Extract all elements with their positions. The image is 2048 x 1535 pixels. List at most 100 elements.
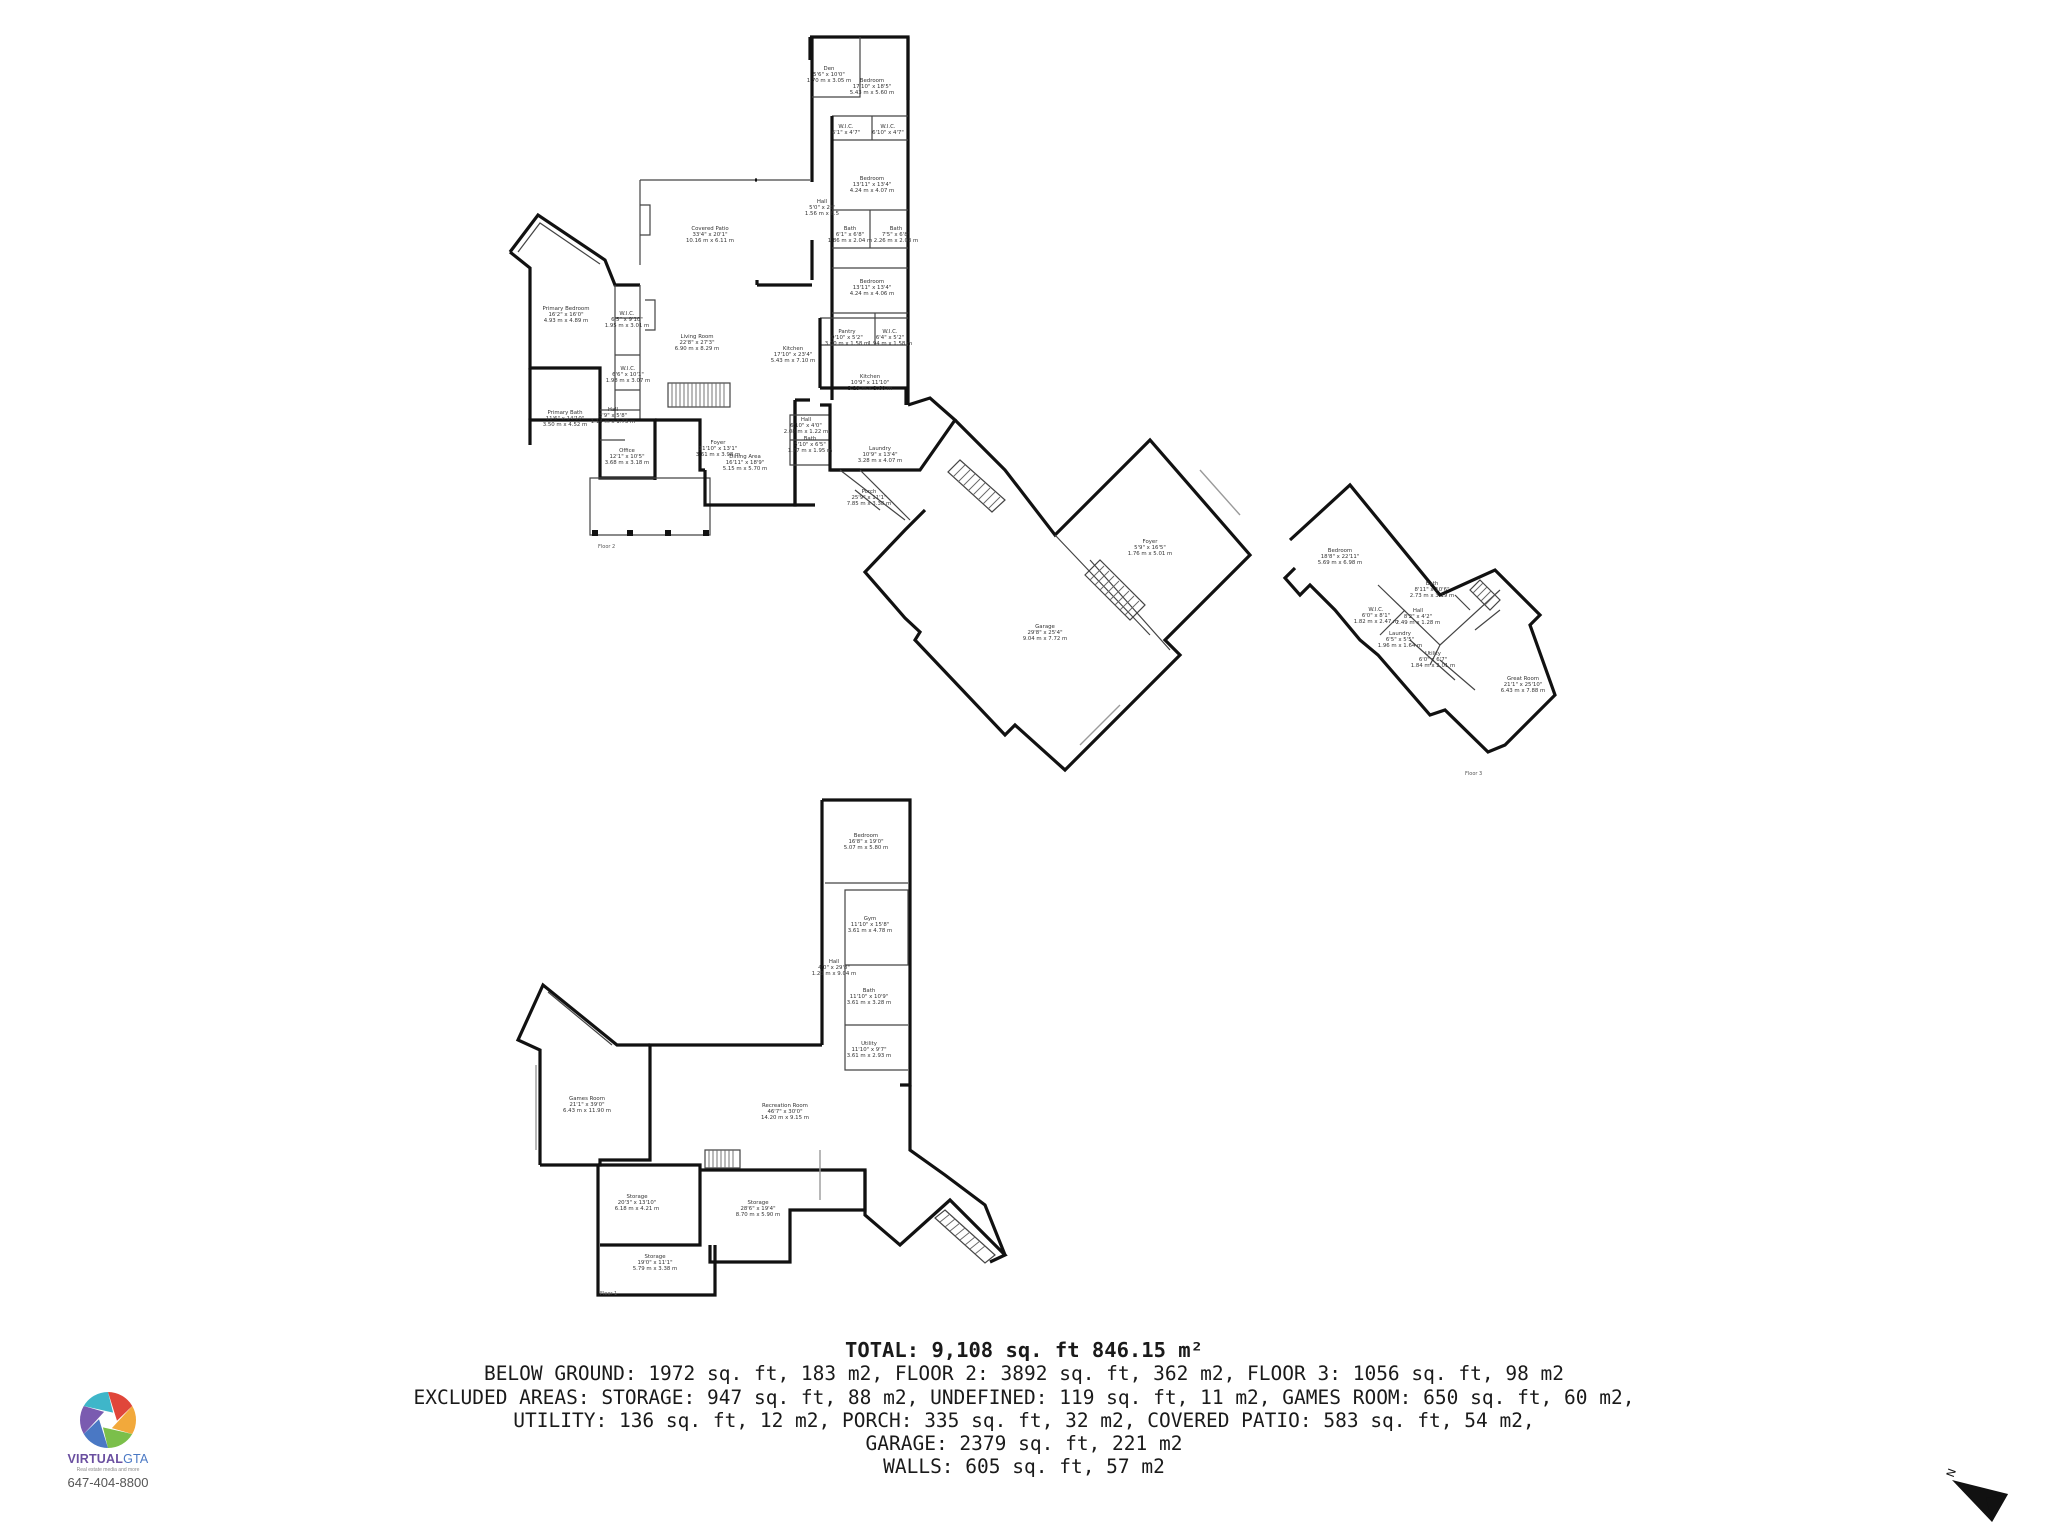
- room-dims: 21'1" x 39'0": [569, 1102, 604, 1108]
- room-dims: 6'5" x 9'10": [611, 317, 643, 323]
- room-name: W.I.C.: [838, 124, 853, 130]
- room-name: Dining Area: [729, 454, 761, 460]
- aperture-blade: [79, 1406, 105, 1434]
- room-name: Hall: [1413, 608, 1423, 614]
- room-name: Porch: [862, 489, 877, 495]
- room-dims: 6'1" x 6'8": [836, 232, 864, 238]
- aperture-icon: [79, 1392, 137, 1448]
- room-metric: 6.43 m x 11.90 m: [563, 1108, 611, 1114]
- room-dims: 4'0" x 29'8": [818, 965, 850, 971]
- room-dims: 11'10" x 13'1": [699, 446, 738, 452]
- room-metric: 7.85 m x 3.38 m: [847, 501, 892, 507]
- room-metric: 1.70 m x 3.05 m: [807, 78, 852, 84]
- room-dims: 16'11" x 18'9": [726, 460, 765, 466]
- room-metric: 6.90 m x 8.29 m: [675, 346, 720, 352]
- room-dims: 18'8" x 22'11": [1321, 554, 1360, 560]
- room-name: Office: [619, 448, 635, 454]
- room-metric: 1.77 m x 1.95 m: [788, 448, 833, 454]
- room-name: Storage: [644, 1254, 666, 1260]
- area-summary: TOTAL: 9,108 sq. ft 846.15 m² BELOW GROU…: [400, 1338, 1648, 1479]
- room-label: W.I.C.6'0" x 8'1"1.82 m x 2.47 m: [1354, 607, 1399, 625]
- floor-3-tag: Floor 3: [1465, 771, 1482, 777]
- room-dims: 5'6" x 10'0": [813, 72, 845, 78]
- brand-tagline: Real estate media and more: [76, 1467, 140, 1473]
- room-metric: 5.79 m x 3.38 m: [633, 1266, 678, 1272]
- room-dims: 5'9" x 16'5": [1134, 545, 1166, 551]
- room-dims: 11'10" x 9'7": [851, 1047, 886, 1053]
- room-dims: 5'0" x 28': [809, 205, 835, 211]
- aperture-blade: [102, 1427, 133, 1448]
- room-name: Laundry: [1389, 631, 1412, 637]
- room-dims: 20'3" x 13'10": [618, 1200, 657, 1206]
- room-metric: 3.61 m x 3.98 m: [696, 452, 741, 458]
- room-metric: 5.43 m x 5.60 m: [850, 90, 895, 96]
- room-dims: 6'6" x 10'1": [612, 372, 644, 378]
- room-metric: 5.15 m x 5.70 m: [723, 466, 768, 472]
- room-metric: 1.56 m x 8.5: [805, 211, 839, 217]
- room-name: Utility: [1425, 651, 1442, 657]
- room-name: Bath: [1426, 581, 1439, 587]
- room-dims: 12'1" x 10'5": [609, 454, 644, 460]
- room-metric: 4.24 m x 4.06 m: [850, 291, 895, 297]
- room-dims: 6'10" x 4'0": [790, 423, 822, 429]
- room-name: W.I.C.: [880, 124, 895, 130]
- room-dims: 29'8" x 25'4": [1027, 630, 1062, 636]
- total-line: TOTAL: 9,108 sq. ft 846.15 m²: [400, 1338, 1648, 1362]
- garage-plan: [862, 418, 1253, 773]
- room-label: W.I.C.6'5" x 9'10"1.95 m x 3.01 m: [605, 311, 650, 329]
- room-name: Kitchen: [783, 346, 803, 352]
- room-name: Recreation Room: [762, 1103, 808, 1109]
- room-metric: 3.68 m x 3.18 m: [605, 460, 650, 466]
- room-dims: 6'5" x 5'5": [1386, 637, 1414, 643]
- room-dims: 17'10" x 18'5": [853, 84, 892, 90]
- room-metric: 6.43 m x 7.88 m: [1501, 688, 1546, 694]
- room-name: W.I.C.: [620, 366, 635, 372]
- room-metric: 3.00 m x 1.58 m: [825, 341, 870, 347]
- room-metric: 1.82 m x 2.47 m: [1354, 619, 1399, 625]
- brand-phone: 647-404-8800: [67, 1475, 149, 1490]
- room-label: W.I.C.6'10" x 4'7": [872, 124, 904, 136]
- room-dims: 6'0" x 8'1": [1362, 613, 1390, 619]
- room-name: Utility: [861, 1041, 878, 1047]
- room-metric: 3.61 m x 3.28 m: [847, 1000, 892, 1006]
- floor-2-plan: [508, 35, 958, 536]
- room-metric: 10.16 m x 6.11 m: [686, 238, 734, 244]
- floor-2-tag: Floor 2: [598, 544, 615, 550]
- room-name: Den: [824, 66, 835, 72]
- room-metric: 8.70 m x 5.90 m: [736, 1212, 781, 1218]
- virtual-gta-logo: VIRTUALGTA Real estate media and more 64…: [48, 1390, 168, 1500]
- room-name: Hall: [829, 959, 839, 965]
- room-dims: 11'10" x 10'9": [850, 994, 889, 1000]
- room-dims: 11'10" x 15'8": [851, 922, 890, 928]
- room-dims: 46'7" x 30'0": [767, 1109, 802, 1115]
- room-dims: 16'2" x 16'0": [548, 312, 583, 318]
- room-name: Storage: [626, 1194, 648, 1200]
- room-dims: 16'8" x 19'0": [848, 839, 883, 845]
